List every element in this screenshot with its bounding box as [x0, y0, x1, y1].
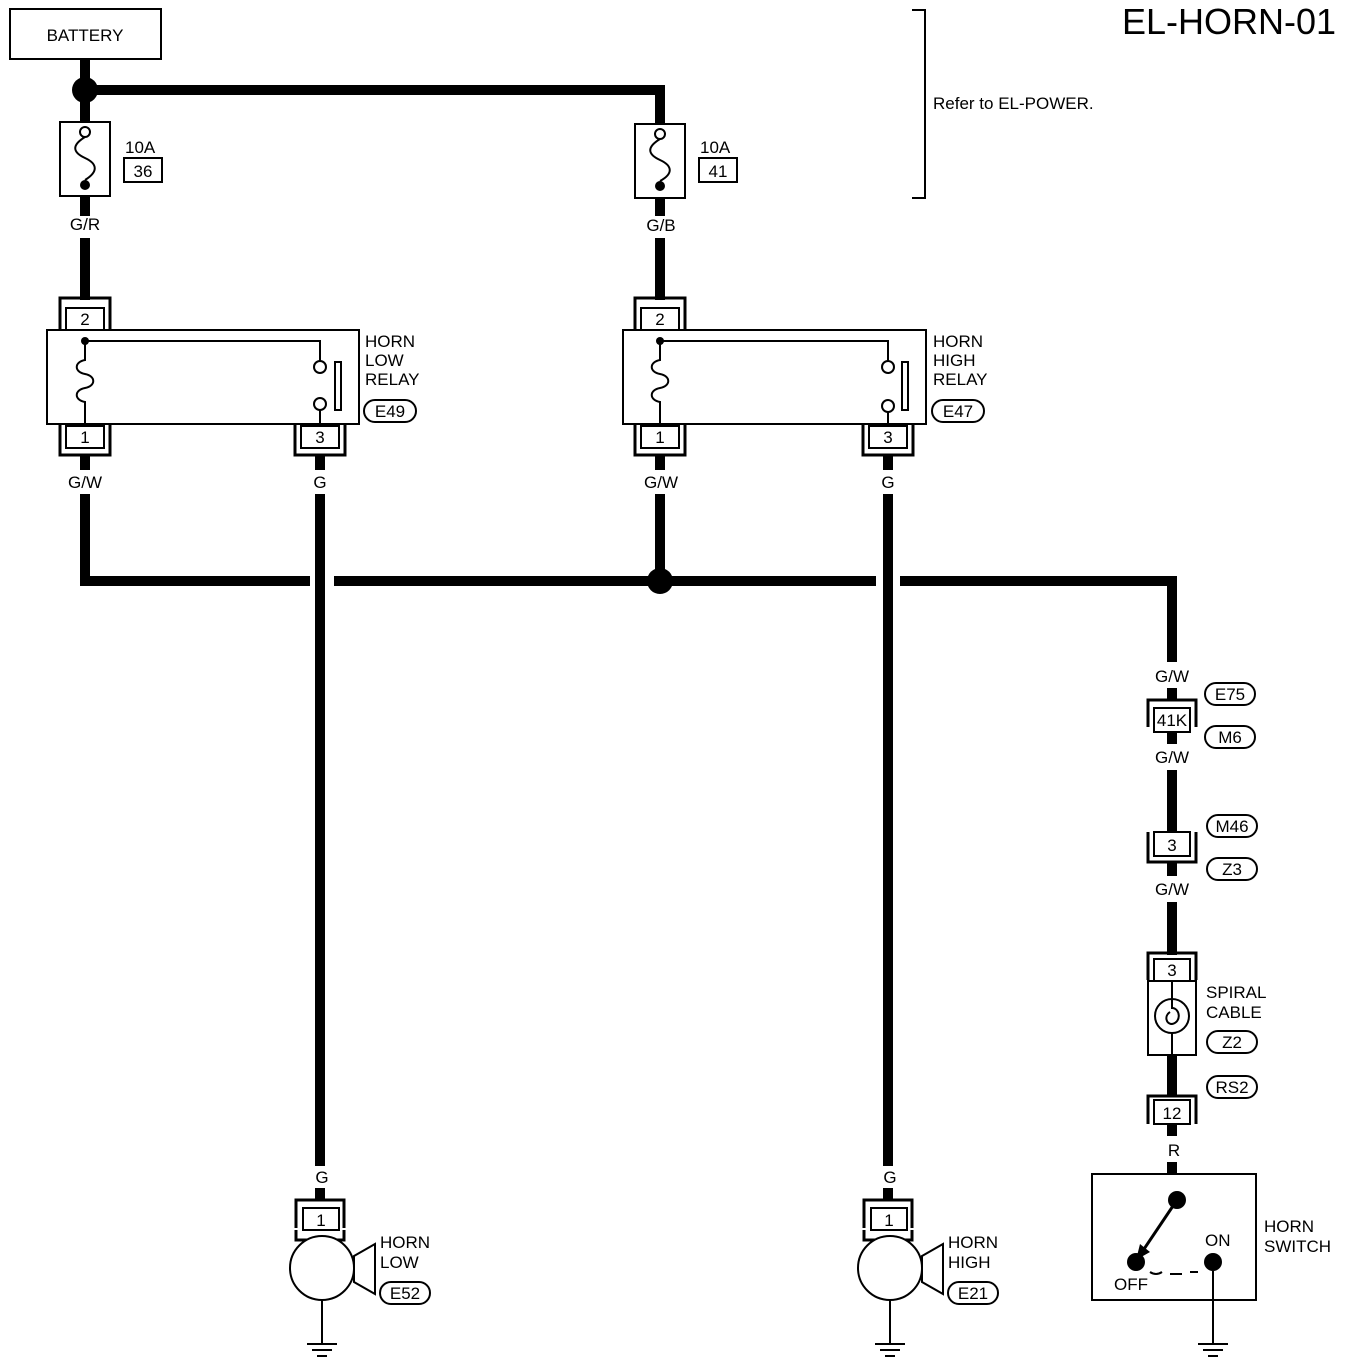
horn-low-connector: E52: [390, 1284, 420, 1303]
horn-low: G 1 HORN LOW E52: [289, 1168, 431, 1357]
battery: BATTERY: [9, 8, 162, 60]
battery-label: BATTERY: [47, 26, 124, 45]
horn-low-relay-name-3: RELAY: [365, 370, 420, 389]
connector-id-m6: M6: [1218, 728, 1242, 747]
horn-switch: OFF ON HORN SWITCH: [1091, 1173, 1331, 1357]
fuse-41: 10A 41: [634, 123, 738, 199]
spiral-cable-label-1: SPIRAL: [1206, 983, 1266, 1002]
horn-low-relay-connector: E49: [375, 402, 405, 421]
bus-junction-dot: [647, 568, 673, 594]
connector-id-m46: M46: [1215, 817, 1248, 836]
horn-switch-on-label: ON: [1205, 1231, 1231, 1250]
connector-id-rs2: RS2: [1215, 1078, 1248, 1097]
wire-color-g-low-relay: G: [313, 473, 326, 492]
horn-low-relay-pin-2: 2: [80, 310, 89, 329]
wire-color-g-w-low-relay: G/W: [68, 473, 102, 492]
wire-color-g-b: G/B: [646, 216, 675, 235]
wire-color-g-w-3: G/W: [1155, 880, 1189, 899]
refer-note: Refer to EL-POWER.: [933, 94, 1094, 113]
horn-switch-label-2: SWITCH: [1264, 1237, 1331, 1256]
connector-id-z3: Z3: [1222, 860, 1242, 879]
horn-high-wire-color: G: [883, 1168, 896, 1187]
horn-low-relay-pin-1: 1: [80, 428, 89, 447]
connector-m46-pin: 3: [1167, 836, 1176, 855]
fuse-36-number: 36: [134, 162, 153, 181]
horn-high-name-2: HIGH: [948, 1253, 991, 1272]
horn-high-name-1: HORN: [948, 1233, 998, 1252]
horn-high-relay-pin-2: 2: [655, 310, 664, 329]
horn-low-pin: 1: [316, 1211, 325, 1230]
horn-high-relay-connector: E47: [943, 402, 973, 421]
spiral-cable-pin: 3: [1167, 961, 1176, 980]
battery-junction-dot: [72, 77, 98, 103]
joint-connector-41k: 41K: [1157, 711, 1188, 730]
horn-low-name-2: LOW: [380, 1253, 419, 1272]
connector-id-e75: E75: [1215, 685, 1245, 704]
wire-color-g-w-2: G/W: [1155, 748, 1189, 767]
horn-high-relay: 2 1 3 HORN HIGH RELAY E47: [622, 296, 988, 457]
fuse-41-number: 41: [709, 162, 728, 181]
horn-high-relay-name-3: RELAY: [933, 370, 988, 389]
fuse-36: 10A 36: [59, 121, 163, 197]
horn-low-relay: 2 1 3 HORN LOW RELAY E49: [46, 296, 420, 457]
horn-high-connector: E21: [958, 1284, 988, 1303]
horn-high-relay-pin-1: 1: [655, 428, 664, 447]
horn-low-relay-name-2: LOW: [365, 351, 404, 370]
switch-branch: G/W 41K E75 M6 G/W 3 M46 Z3 G/W 3 SPIRAL…: [1146, 667, 1266, 1198]
horn-low-wire-color: G: [315, 1168, 328, 1187]
horn-low-relay-pin-3: 3: [315, 428, 324, 447]
wire-color-g-r: G/R: [70, 215, 100, 234]
wire-color-r: R: [1168, 1141, 1180, 1160]
refer-bracket: Refer to EL-POWER.: [912, 9, 1094, 199]
fuse-41-amps: 10A: [700, 138, 731, 157]
horn-high-relay-pin-3: 3: [883, 428, 892, 447]
wire-color-g-high-relay: G: [881, 473, 894, 492]
connector-rs2-pin: 12: [1163, 1104, 1182, 1123]
fuse-36-amps: 10A: [125, 138, 156, 157]
horn-high-pin: 1: [884, 1211, 893, 1230]
horn-low-name-1: HORN: [380, 1233, 430, 1252]
horn-high: G 1 HORN HIGH E21: [857, 1168, 999, 1357]
horn-high-relay-name-2: HIGH: [933, 351, 976, 370]
horn-high-relay-name-1: HORN: [933, 332, 983, 351]
horn-switch-off-label: OFF: [1114, 1275, 1148, 1294]
spiral-cable-label-2: CABLE: [1206, 1003, 1262, 1022]
diagram-title: EL-HORN-01: [1122, 1, 1336, 42]
connector-id-z2: Z2: [1222, 1033, 1242, 1052]
wire-color-g-w-1: G/W: [1155, 667, 1189, 686]
wire-color-g-w-high-relay: G/W: [644, 473, 678, 492]
horn-switch-label-1: HORN: [1264, 1217, 1314, 1236]
horn-low-relay-name-1: HORN: [365, 332, 415, 351]
